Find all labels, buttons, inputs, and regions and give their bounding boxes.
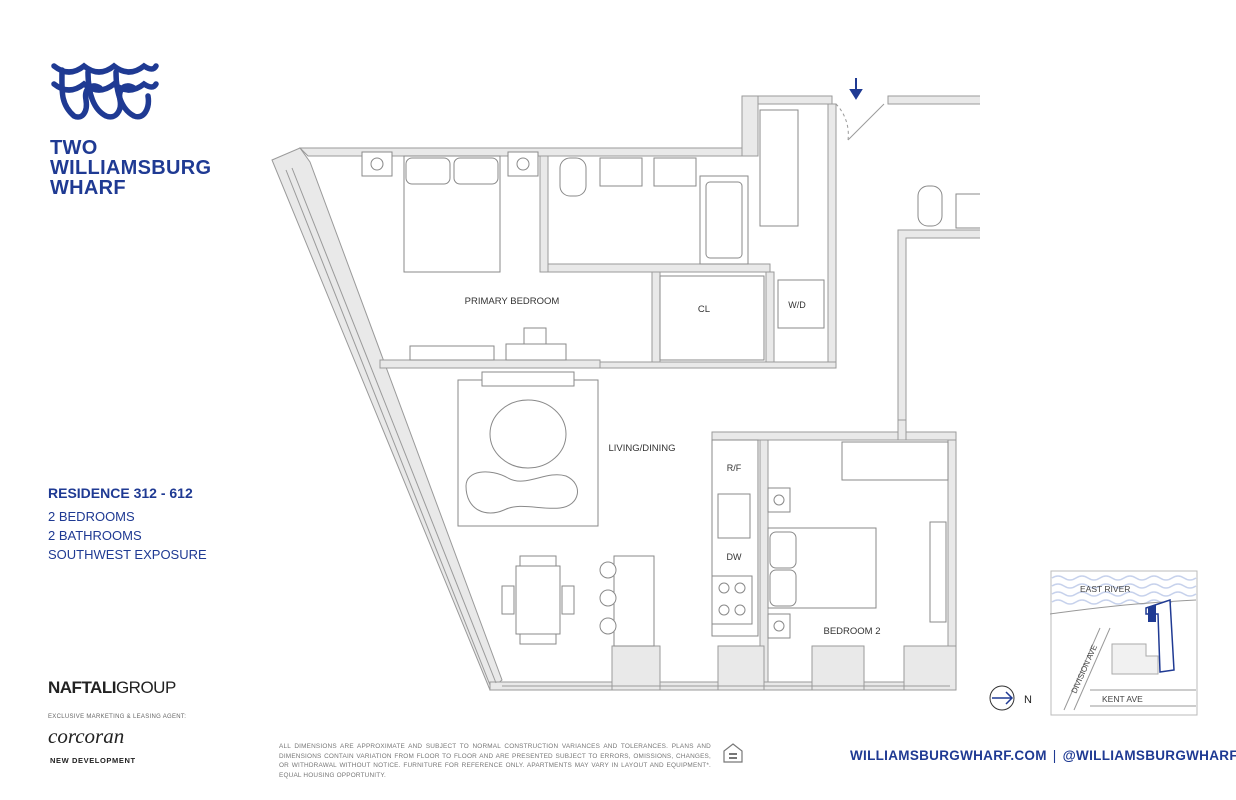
living-sofa <box>465 471 578 514</box>
naftali-bold: NAFTALI <box>48 678 116 697</box>
key-map: EAST RIVER DIVISION AVE KENT AVE <box>1050 570 1198 716</box>
residence-title: RESIDENCE 312 - 612 <box>48 485 193 501</box>
footer-links: WILLIAMSBURGWHARF.COM | @WILLIAMSBURGWHARF <box>850 748 1236 763</box>
entry-arrow-icon <box>849 78 863 100</box>
brand-logo-icon <box>51 62 159 120</box>
column <box>741 95 759 157</box>
brand-name: TWO WILLIAMSBURG WHARF <box>50 138 211 198</box>
corridor-b2 <box>897 419 907 441</box>
social-handle-link[interactable]: @WILLIAMSBURGWHARF <box>1062 748 1236 763</box>
keymap-kent: KENT AVE <box>1102 694 1143 704</box>
bath2-outer <box>887 95 980 421</box>
column <box>717 645 765 691</box>
label-wd: W/D <box>788 300 806 310</box>
label-dishwasher: DW <box>727 552 742 562</box>
naftali-group-logo: NAFTALIGROUP <box>48 678 176 698</box>
bedroom2-north <box>711 431 957 441</box>
residence-bathrooms: 2 BATHROOMS <box>48 528 142 543</box>
corcoran-logo: corcoran <box>48 724 125 748</box>
naftali-light: GROUP <box>115 678 176 697</box>
website-link[interactable]: WILLIAMSBURGWHARF.COM <box>850 748 1047 763</box>
residence-exposure: SOUTHWEST EXPOSURE <box>48 547 207 562</box>
bath-wall <box>547 263 771 273</box>
column <box>903 645 957 691</box>
closet-east-wall <box>765 271 775 369</box>
label-refrigerator: R/F <box>727 463 742 473</box>
desk <box>505 343 567 361</box>
brand-line-3: WHARF <box>50 177 126 199</box>
label-closet: CL <box>698 304 710 315</box>
north-arrow-icon: N <box>989 685 1032 711</box>
column <box>611 645 661 691</box>
label-bedroom-2: BEDROOM 2 <box>823 626 880 637</box>
exterior-wall-west <box>271 147 503 691</box>
residence-info: RESIDENCE 312 - 612 2 BEDROOMS 2 BATHROO… <box>48 484 207 564</box>
kitchen-island <box>613 555 655 647</box>
agent-label: EXCLUSIVE MARKETING & LEASING AGENT: <box>48 714 187 720</box>
brand-line-2: WILLIAMSBURG <box>50 157 212 179</box>
closet-wall <box>651 271 661 369</box>
floor-plan: PRIMARY BEDROOM CL W/D LIVING/DINING R/F… <box>271 78 980 691</box>
closet-bottom <box>599 361 837 369</box>
bedroom-bath-wall <box>539 155 549 273</box>
keymap-river: EAST RIVER <box>1080 584 1130 594</box>
label-living-dining: LIVING/DINING <box>608 443 675 454</box>
corridor-wall <box>827 103 837 369</box>
residence-bedrooms: 2 BEDROOMS <box>48 509 135 524</box>
new-development-label: NEW DEVELOPMENT <box>50 756 136 765</box>
north-label: N <box>1024 694 1032 706</box>
footer-separator: | <box>1052 748 1057 763</box>
bedroom2-west <box>759 439 769 683</box>
disclaimer: ALL DIMENSIONS ARE APPROXIMATE AND SUBJE… <box>279 743 711 779</box>
brand-line-1: TWO <box>50 137 98 159</box>
column <box>811 645 865 691</box>
dresser <box>409 345 495 361</box>
equal-housing-icon <box>723 743 743 763</box>
dining-table <box>515 565 561 635</box>
label-primary-bedroom: PRIMARY BEDROOM <box>465 296 560 307</box>
bedroom-living-wall <box>379 359 601 369</box>
